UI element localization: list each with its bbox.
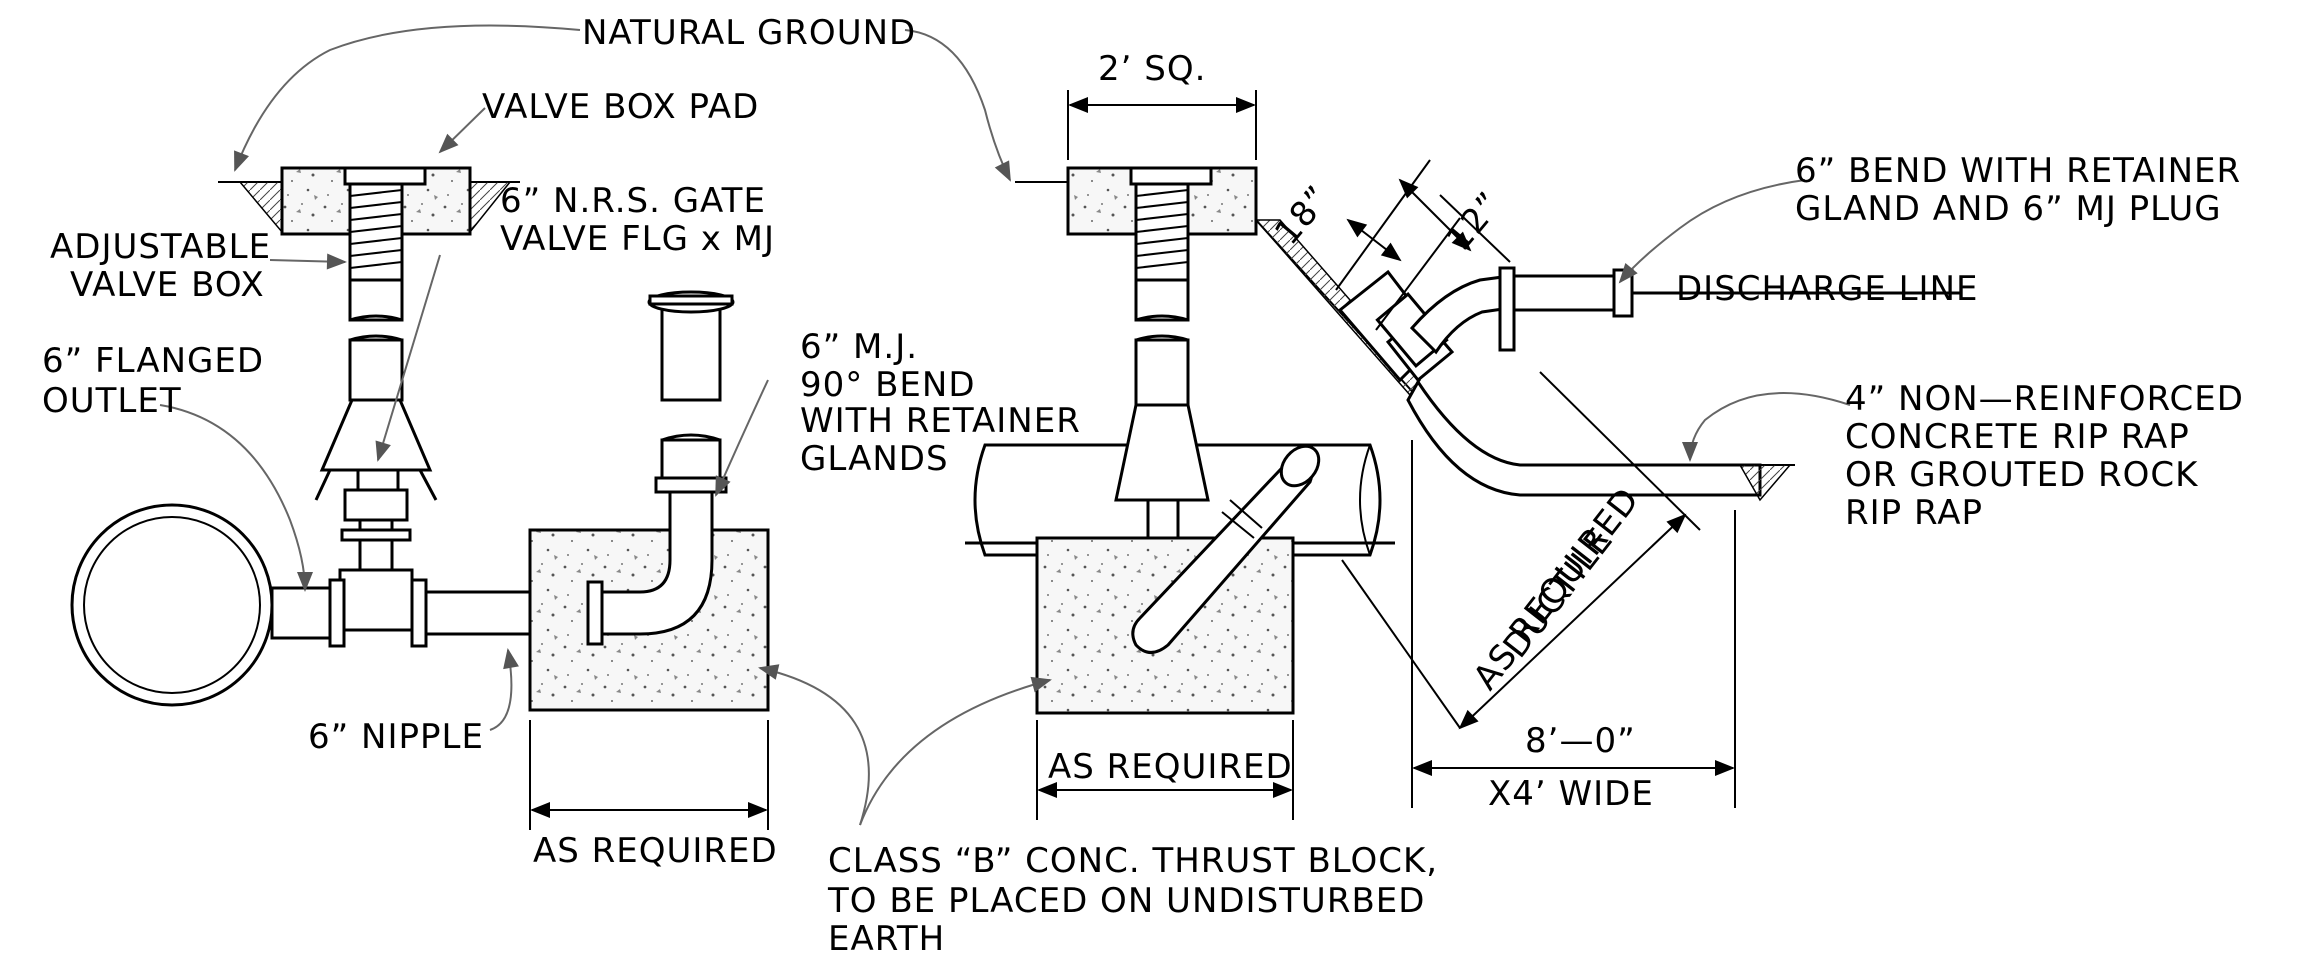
label-bend-retainer-2: GLAND AND 6” MJ PLUG	[1795, 189, 2222, 229]
leader-thrust-mid	[859, 676, 1052, 826]
label-flanged-outlet-2: OUTLET	[42, 381, 182, 421]
leader-gate-valve	[375, 254, 441, 462]
right-discharge-view	[1254, 159, 1960, 808]
mj-plug	[1612, 268, 1634, 318]
label-as-required-mid: AS REQUIRED	[1048, 747, 1293, 787]
main-pipe-section	[70, 503, 274, 707]
label-adjustable-2: VALVE BOX	[70, 265, 265, 305]
label-ductile-2: AS REQUIRED	[1466, 480, 1648, 697]
valve-box-lid-left	[343, 166, 427, 186]
label-riprap-3: OR GROUTED ROCK	[1845, 455, 2199, 495]
valve-bonnet-left	[319, 398, 433, 472]
discharge-bend	[1409, 274, 1512, 355]
gate-valve-tee	[338, 568, 414, 632]
ground-hatch-left	[238, 181, 283, 235]
leader-adjustable	[269, 253, 347, 270]
label-four-wide: X4’ WIDE	[1488, 774, 1654, 814]
leader-flanged-outlet	[159, 404, 313, 592]
leaders	[159, 24, 1851, 826]
threads-left	[349, 189, 403, 269]
label-thrust-1: CLASS “B” CONC. THRUST BLOCK,	[828, 841, 1438, 881]
leader-mj-bend	[715, 379, 769, 497]
middle-elevation-view	[965, 90, 1395, 820]
label-as-required-left: AS REQUIRED	[533, 831, 778, 871]
label-riprap-2: CONCRETE RIP RAP	[1845, 417, 2190, 457]
label-natural-ground: NATURAL GROUND	[582, 13, 916, 53]
leader-natural-ground-left	[234, 24, 581, 172]
leader-bend-retainer	[1618, 179, 1806, 284]
label-gate-valve-1: 6” N.R.S. GATE	[500, 181, 766, 221]
label-bend-retainer-1: 6” BEND WITH RETAINER	[1795, 151, 2241, 191]
label-thrust-3: EARTH	[828, 919, 945, 955]
discharge-line-lower	[1406, 379, 1762, 497]
leader-thrust-left	[758, 664, 870, 826]
label-two-sq: 2’ SQ.	[1098, 49, 1206, 89]
label-mj-bend-1: 6” M.J.	[800, 327, 918, 367]
leader-riprap	[1682, 392, 1851, 462]
label-mj-bend-2: 90° BEND	[800, 365, 976, 405]
label-nipple: 6” NIPPLE	[308, 717, 484, 757]
mj-90-bend	[600, 488, 714, 636]
riser-pipe-left	[660, 300, 722, 402]
label-riprap-4: RIP RAP	[1845, 493, 1983, 533]
label-eight-ft: 8’—0”	[1525, 721, 1636, 761]
label-gate-valve-2: VALVE FLG x MJ	[500, 219, 775, 259]
label-riprap-1: 4” NON—REINFORCED	[1845, 379, 2244, 419]
label-mj-bend-3: WITH RETAINER	[800, 401, 1081, 441]
label-adjustable-1: ADJUSTABLE	[50, 227, 271, 267]
label-thrust-2: TO BE PLACED ON UNDISTURBED	[827, 881, 1425, 921]
labels: NATURAL GROUND VALVE BOX PAD ADJUSTABLE …	[42, 13, 2244, 955]
leader-natural-ground-right	[904, 29, 1011, 182]
label-valve-box-pad: VALVE BOX PAD	[482, 87, 759, 127]
valve-bonnet-mid	[1114, 403, 1210, 502]
label-twelve: 12”	[1439, 184, 1511, 259]
label-mj-bend-4: GLANDS	[800, 439, 949, 479]
label-flanged-outlet-1: 6” FLANGED	[42, 341, 264, 381]
riprap-hatch	[1738, 464, 1792, 502]
left-elevation-view	[70, 166, 770, 830]
label-discharge-line: DISCHARGE LINE	[1676, 269, 1979, 309]
leader-nipple	[489, 648, 519, 731]
leader-valve-box-pad	[438, 107, 486, 154]
